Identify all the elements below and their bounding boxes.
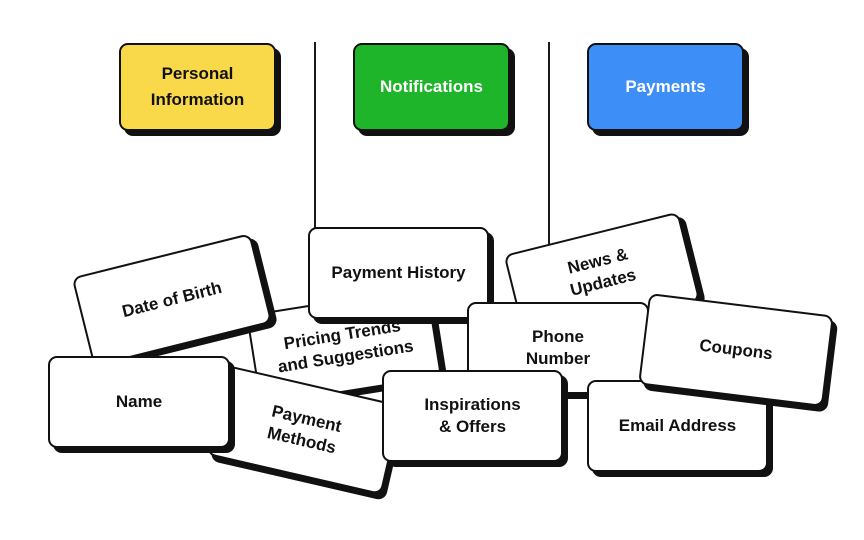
category-notifications[interactable]: Notifications — [353, 43, 510, 131]
card-date-of-birth[interactable]: Date of Birth — [71, 233, 273, 367]
category-payments[interactable]: Payments — [587, 43, 744, 131]
card-payment-history[interactable]: Payment History — [308, 227, 489, 319]
category-personal-information[interactable]: Personal Information — [119, 43, 276, 131]
column-divider-2 — [548, 42, 550, 262]
card-name[interactable]: Name — [48, 356, 230, 448]
card-inspirations-offers[interactable]: Inspirations & Offers — [382, 370, 563, 462]
column-divider-1 — [314, 42, 316, 262]
